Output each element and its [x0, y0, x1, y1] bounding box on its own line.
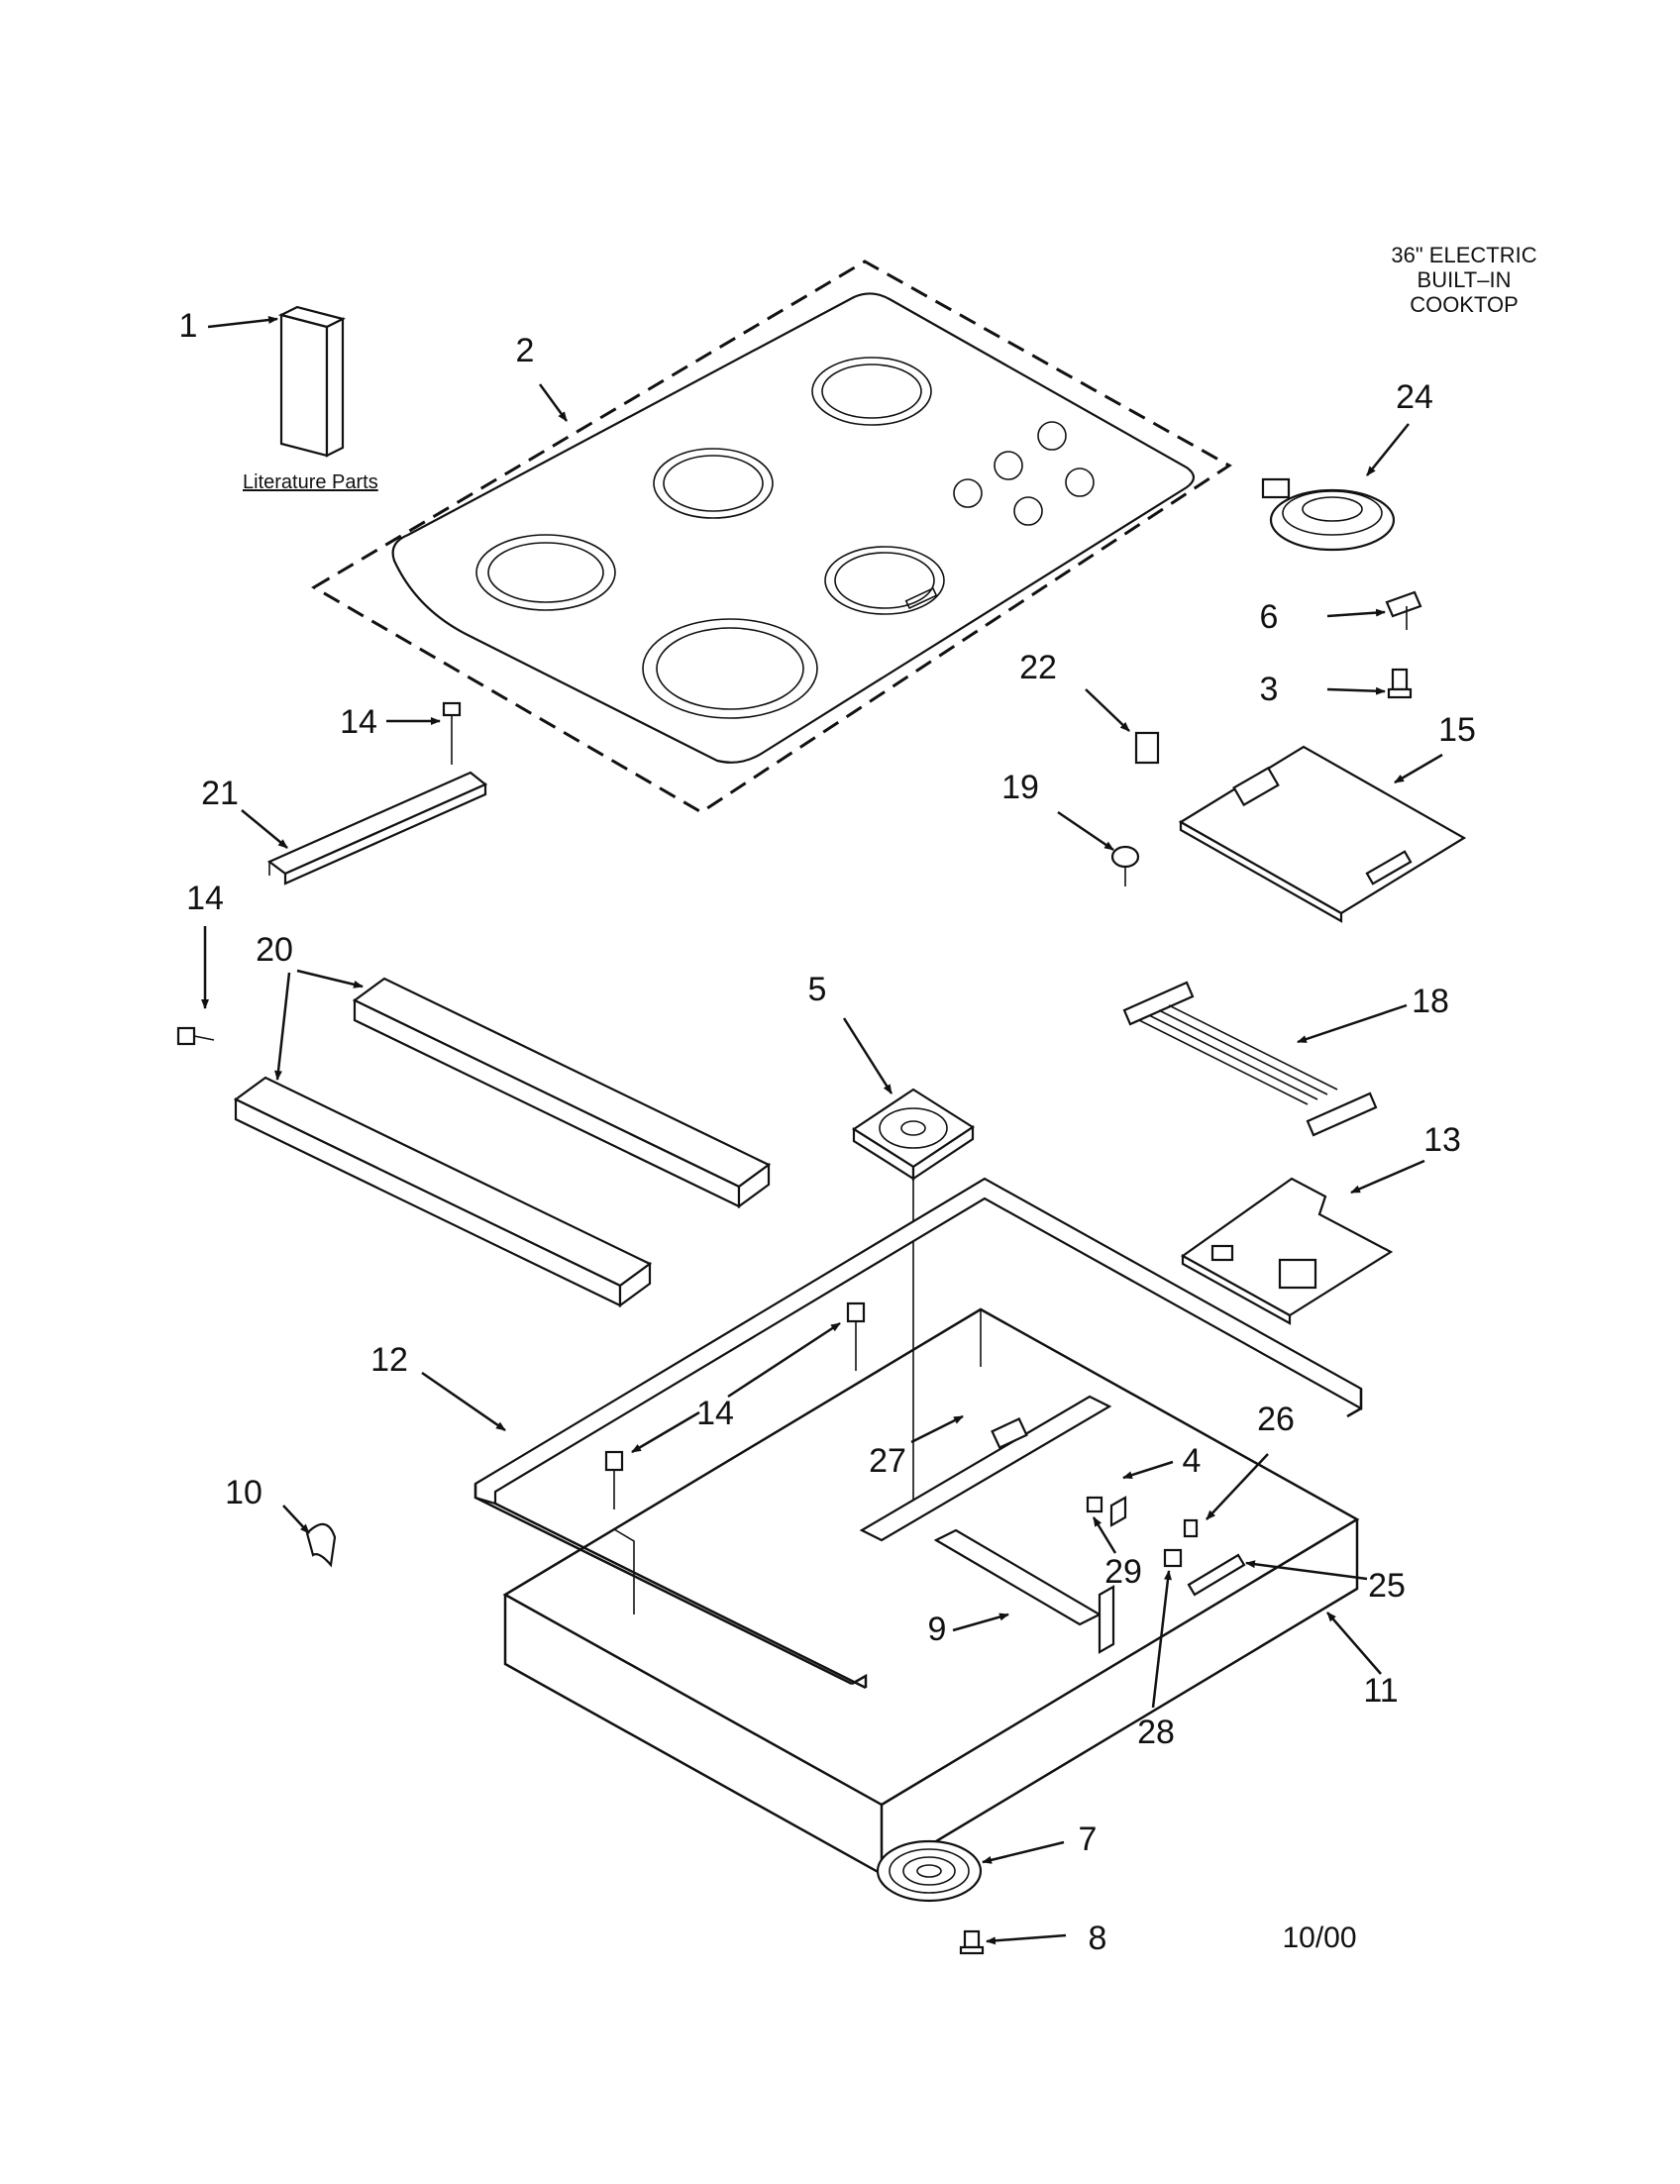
callout-labels: 1 2 24 6 3 22 15 19 14 21 14 20 5 18 13 … — [179, 307, 1476, 1957]
callout-15: 15 — [1438, 711, 1476, 749]
control-knob-markings — [953, 421, 1095, 526]
screw-29 — [1086, 1496, 1103, 1513]
callout-21: 21 — [201, 775, 239, 812]
callout-4: 4 — [1183, 1442, 1202, 1480]
date-code: 10/00 — [1282, 1922, 1356, 1954]
cooktop-box-11 — [502, 1307, 1360, 1877]
callout-18: 18 — [1412, 983, 1449, 1020]
screw-26 — [1183, 1518, 1199, 1538]
callout-10: 10 — [225, 1474, 262, 1511]
callout-26: 26 — [1257, 1401, 1295, 1438]
literature-parts-label: Literature Parts — [243, 471, 378, 493]
screw-14-frame — [604, 1450, 624, 1509]
screw-3 — [1387, 668, 1413, 699]
spacer-22 — [1134, 731, 1160, 765]
callout-7: 7 — [1079, 1820, 1098, 1858]
callout-1: 1 — [179, 307, 198, 345]
callout-5: 5 — [808, 971, 827, 1008]
callout-25: 25 — [1368, 1567, 1406, 1605]
leader-lines — [201, 316, 1443, 1945]
callout-9: 9 — [928, 1611, 947, 1648]
callout-11: 11 — [1363, 1672, 1398, 1710]
push-pin-19 — [1110, 845, 1140, 886]
callout-28: 28 — [1137, 1714, 1175, 1751]
fan-guard-7 — [876, 1839, 983, 1903]
diagram-title: 36" ELECTRIC BUILT–IN COOKTOP — [1391, 243, 1536, 317]
callout-14-top: 14 — [340, 703, 377, 741]
terminal-block-25 — [1187, 1553, 1246, 1597]
title-line-2: BUILT–IN — [1418, 267, 1512, 292]
clip-10 — [305, 1522, 337, 1568]
screw-8 — [959, 1929, 985, 1955]
callout-14-left: 14 — [186, 880, 224, 917]
callout-27: 27 — [869, 1442, 906, 1480]
nut-28 — [1163, 1548, 1183, 1568]
callout-13: 13 — [1423, 1121, 1461, 1159]
bracket-21 — [266, 771, 488, 885]
callout-8: 8 — [1089, 1920, 1107, 1957]
bracket-assembly — [859, 1395, 1127, 1654]
callout-2: 2 — [516, 332, 535, 369]
screw-14-top — [442, 701, 462, 765]
callout-3: 3 — [1260, 671, 1279, 708]
rail-20-upper — [352, 977, 772, 1209]
callout-12: 12 — [370, 1341, 408, 1379]
rail-20-lower — [233, 1076, 653, 1308]
title-line-3: COOKTOP — [1410, 292, 1519, 317]
glass-cooktop — [311, 260, 1232, 814]
ribbon-cable-18 — [1122, 981, 1378, 1137]
control-board-15 — [1178, 745, 1467, 923]
callout-14-frame: 14 — [696, 1395, 734, 1432]
callout-20: 20 — [256, 931, 293, 969]
title-line-1: 36" ELECTRIC — [1391, 243, 1536, 267]
callout-19: 19 — [1001, 769, 1039, 806]
relay-board-13 — [1180, 1177, 1394, 1325]
callout-6: 6 — [1260, 598, 1279, 636]
screw-14-left — [176, 1026, 215, 1046]
radiant-element — [1261, 477, 1396, 552]
callout-24: 24 — [1396, 378, 1433, 416]
screw-14-mid — [846, 1301, 866, 1371]
callout-29: 29 — [1104, 1553, 1142, 1591]
literature-book: Literature Parts — [243, 305, 378, 493]
trim-frame-12 — [473, 1177, 1363, 1690]
bracket-6 — [1385, 590, 1422, 630]
callout-22: 22 — [1019, 649, 1057, 686]
